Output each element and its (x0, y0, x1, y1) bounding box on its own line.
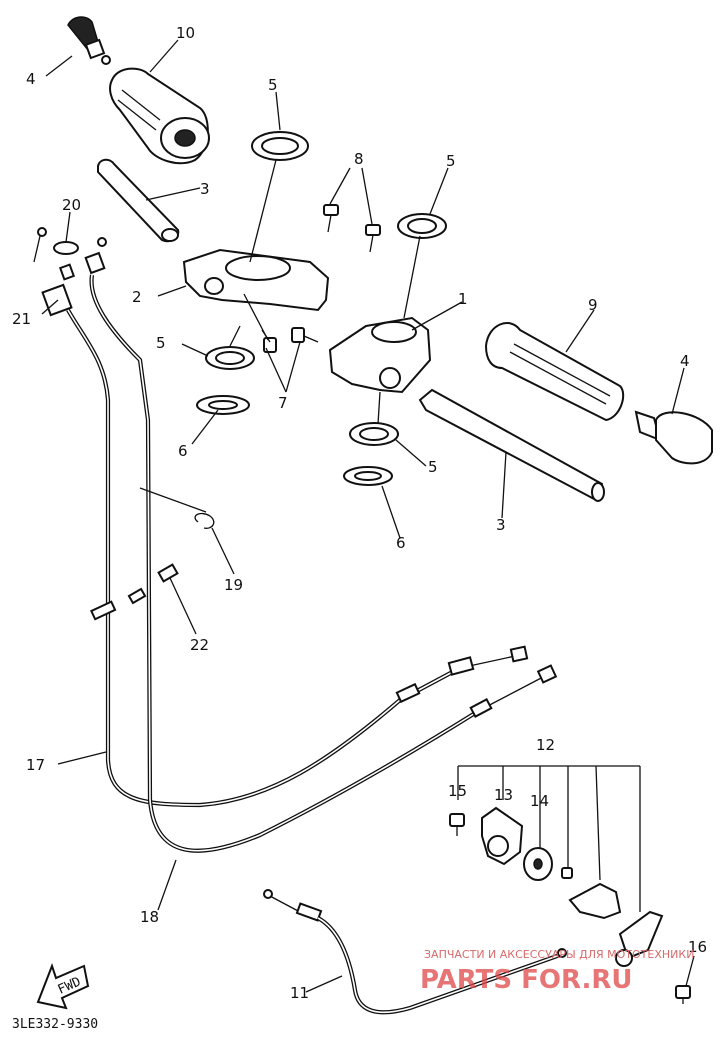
throttle-housing-1 (328, 316, 432, 394)
label-7: 7 (278, 394, 288, 412)
grip-end-4-right (634, 410, 713, 465)
choke-cable-11 (263, 889, 567, 1015)
screw-7-b (291, 327, 319, 343)
bolt-16 (675, 985, 691, 1004)
grip-end-4-left (67, 16, 111, 65)
watermark-brand: PARTS FOR.RU (420, 965, 633, 995)
clamp-19 (194, 512, 215, 529)
label-1: 1 (458, 290, 468, 308)
label-20: 20 (62, 196, 81, 214)
screw-8-a (323, 204, 339, 233)
label-18: 18 (140, 908, 159, 926)
seal-5-top-right (397, 213, 447, 239)
fwd-arrow: FWD (36, 963, 90, 1010)
label-22: 22 (190, 636, 209, 654)
label-4-left: 4 (26, 70, 36, 88)
label-16: 16 (688, 938, 707, 956)
label-5-upper-right: 5 (446, 152, 456, 170)
lever-13 (481, 806, 524, 866)
screw-8-b (365, 224, 381, 253)
watermark: ЗАПЧАСТИ И АКСЕССУАРЫ ДЛЯ МОТОТЕХНИКИ PA… (420, 948, 694, 995)
label-5-top: 5 (268, 76, 278, 94)
part-labels: 4 10 5 8 5 3 20 2 21 1 9 5 4 7 6 5 3 6 1… (12, 24, 707, 1002)
grip-9 (484, 322, 625, 422)
label-13: 13 (494, 786, 513, 804)
label-11: 11 (290, 984, 309, 1002)
label-3-left: 3 (200, 180, 210, 198)
label-8: 8 (354, 150, 364, 168)
cable-end-20 (33, 227, 79, 263)
drawing-code: 3LE332-9330 (12, 1017, 98, 1032)
seal-5-mid-right (349, 422, 399, 446)
label-17: 17 (26, 756, 45, 774)
cable-tie-22 (90, 563, 179, 621)
label-6-left: 6 (178, 442, 188, 460)
label-5-mid-right: 5 (428, 458, 438, 476)
label-21: 21 (12, 310, 31, 328)
throttle-cable-17 (66, 308, 529, 808)
label-3-right: 3 (496, 516, 506, 534)
adjuster-21 (41, 237, 107, 317)
grip-10 (109, 67, 210, 165)
label-6-right: 6 (396, 534, 406, 552)
choke-lever-assembly-12 (449, 765, 664, 967)
screw-15 (449, 813, 465, 836)
leader-lines (41, 39, 695, 993)
label-12: 12 (536, 736, 555, 754)
throttle-tube-3-right (418, 388, 605, 502)
label-9: 9 (588, 296, 598, 314)
label-14: 14 (530, 792, 549, 810)
label-19: 19 (224, 576, 243, 594)
washer-6-right (343, 466, 393, 486)
washer-14 (523, 847, 553, 881)
seal-5-mid-left (205, 346, 255, 370)
label-2: 2 (132, 288, 142, 306)
label-5-mid-left: 5 (156, 334, 166, 352)
label-10: 10 (176, 24, 195, 42)
seal-5-top-left (251, 131, 309, 161)
label-4-right: 4 (680, 352, 690, 370)
switch-housing-2 (182, 248, 330, 312)
washer-6-left (196, 395, 250, 415)
handlebar-3-left (97, 158, 180, 243)
throttle-cable-18 (89, 274, 558, 853)
watermark-tagline: ЗАПЧАСТИ И АКСЕССУАРЫ ДЛЯ МОТОТЕХНИКИ (424, 948, 694, 961)
label-15: 15 (448, 782, 467, 800)
